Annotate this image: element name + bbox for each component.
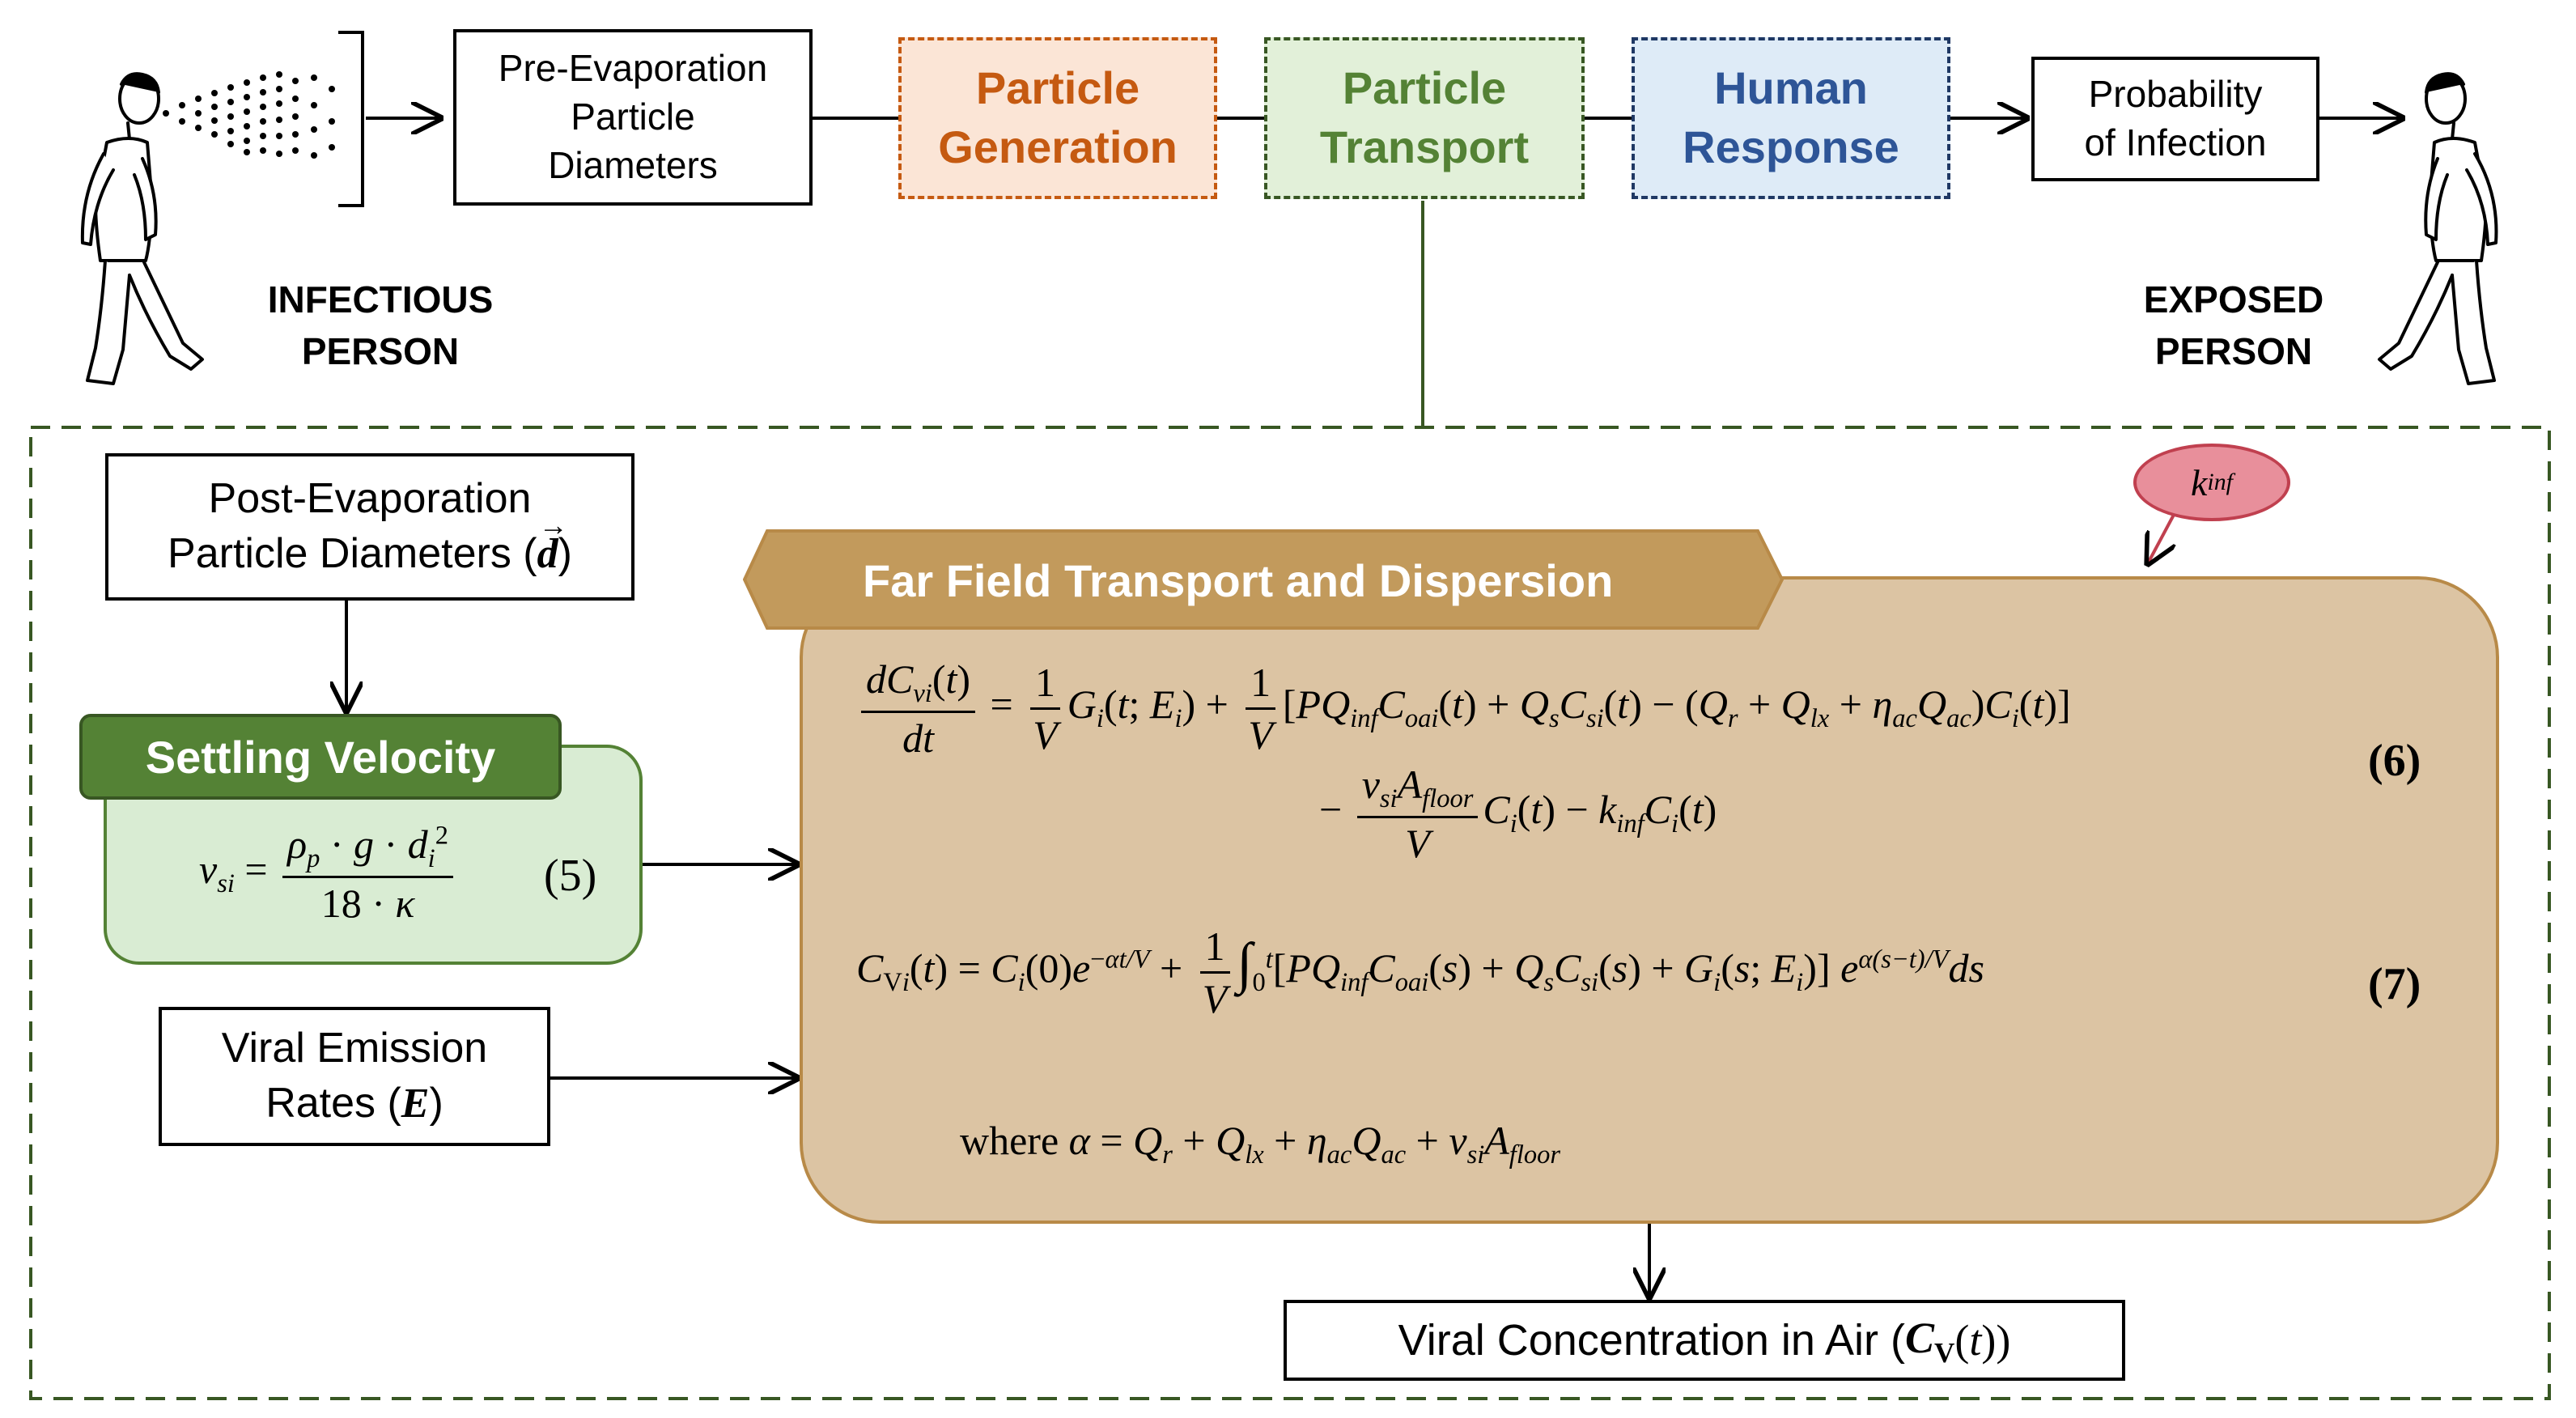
exposed-label-line2: PERSON xyxy=(2154,330,2313,373)
infectious-label-line1: INFECTIOUS xyxy=(267,278,494,321)
post-evap-line2-text: Particle Diameters ( xyxy=(168,530,537,577)
response-line2: Response xyxy=(1683,121,1899,172)
far-field-panel xyxy=(800,576,2499,1224)
exposed-person-label: EXPOSED PERSON xyxy=(2072,274,2396,378)
post-evaporation-diameters-box: Post-Evaporation Particle Diameters (→d) xyxy=(105,453,634,601)
cv-symbol: CV xyxy=(1904,1313,1955,1369)
exposed-person-figure xyxy=(2378,72,2498,385)
far-field-banner-shape xyxy=(743,529,1784,630)
pre-evap-line2: Particle xyxy=(571,96,695,138)
spray-particles xyxy=(163,71,335,159)
d-symbol-text: d xyxy=(537,531,558,577)
particle-generation-box: Particle Generation xyxy=(898,37,1217,199)
far-field-title: Far Field Transport and Dispersion xyxy=(863,554,1614,606)
probability-line1: Probability xyxy=(2088,73,2263,116)
generation-line1: Particle xyxy=(975,62,1140,114)
transport-line2: Transport xyxy=(1319,121,1530,172)
alpha-definition: where α = Qr + Qlx + ηacQac + vsiAfloor xyxy=(960,1118,1561,1170)
output-text: Viral Concentration in Air ( xyxy=(1398,1315,1905,1365)
viral-concentration-output-box: Viral Concentration in Air (CV(t)) xyxy=(1284,1300,2125,1381)
d-vector-symbol: →d xyxy=(537,509,568,577)
infectious-person-figure xyxy=(80,72,204,385)
infectious-person-label: INFECTIOUS PERSON xyxy=(219,274,542,378)
equation-6-number: (6) xyxy=(2368,736,2421,786)
spray-bracket xyxy=(338,31,364,207)
emission-line1: Viral Emission xyxy=(221,1025,488,1072)
viral-emission-rates-box: Viral Emission Rates (E) xyxy=(159,1007,550,1146)
equation-5-number: (5) xyxy=(544,851,597,901)
pre-evap-line3: Diameters xyxy=(548,143,718,186)
particle-transport-box: Particle Transport xyxy=(1264,37,1585,199)
human-response-box: Human Response xyxy=(1632,37,1950,199)
post-evap-line1: Post-Evaporation xyxy=(208,475,532,523)
k-inf-base: k xyxy=(2191,461,2208,503)
particle-transport-detail-frame xyxy=(29,426,2551,1400)
transport-line1: Particle xyxy=(1342,62,1507,114)
pre-evaporation-diameters-box: Pre-Evaporation Particle Diameters xyxy=(453,29,813,206)
probability-line2: of Infection xyxy=(2084,121,2267,163)
settling-velocity-header: Settling Velocity xyxy=(79,714,562,800)
generation-line2: Generation xyxy=(938,121,1178,172)
vector-arrow-icon: → xyxy=(538,509,568,541)
where-word: where xyxy=(960,1118,1059,1163)
k-inf-subscript: inf xyxy=(2207,469,2233,495)
exposed-label-line1: EXPOSED xyxy=(2143,278,2324,321)
equation-7-number: (7) xyxy=(2368,959,2421,1009)
e-symbol: E xyxy=(401,1080,430,1127)
pre-evap-line1: Pre-Evaporation xyxy=(498,47,768,90)
post-evap-line2: Particle Diameters (→d) xyxy=(168,509,572,582)
infectious-label-line2: PERSON xyxy=(301,330,460,373)
response-line1: Human xyxy=(1714,62,1868,114)
emission-line2-text: Rates ( xyxy=(265,1080,401,1127)
emission-line2: Rates (E) xyxy=(265,1080,443,1127)
probability-of-infection-box: Probability of Infection xyxy=(2031,57,2319,181)
